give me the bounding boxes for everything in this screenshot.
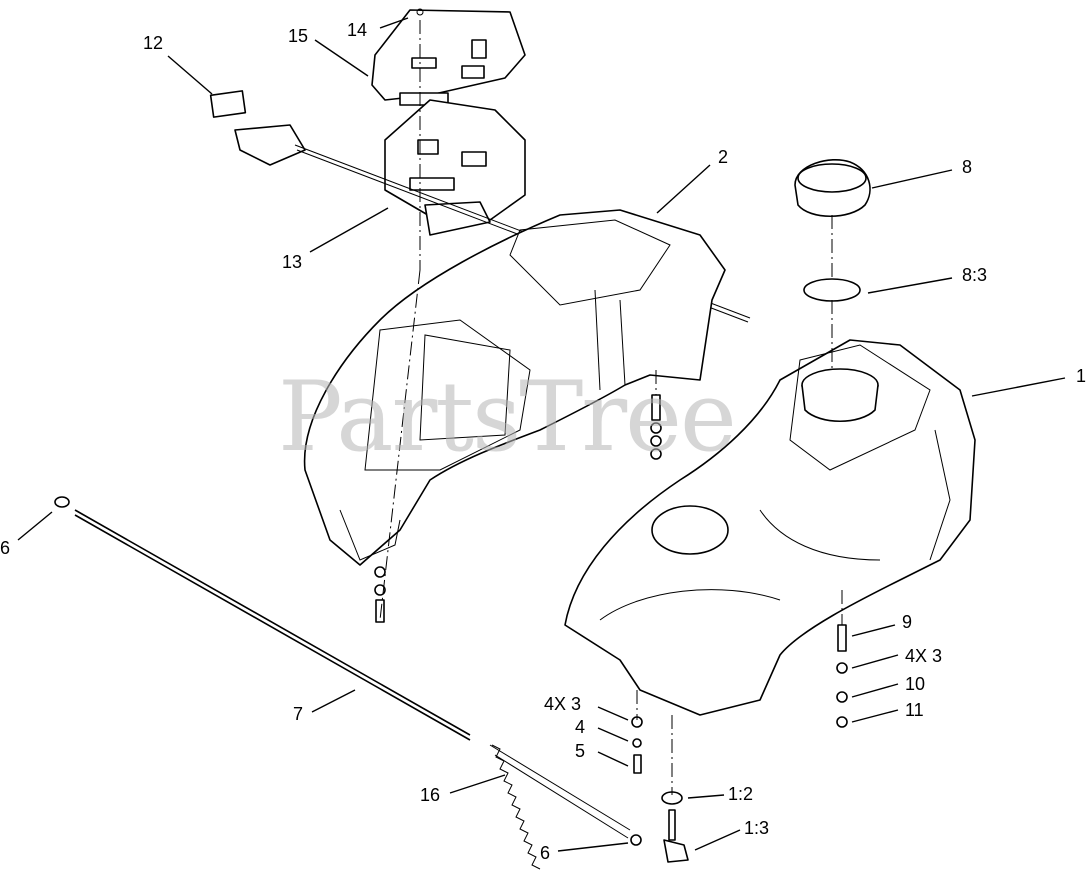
hardware-left-fender	[374, 566, 386, 623]
centerlines	[379, 20, 843, 795]
callout-6-left: 6	[0, 538, 10, 558]
callout-7: 7	[293, 704, 303, 724]
callout-1: 1	[1076, 366, 1086, 386]
callout-4x3-left: 4X 3	[544, 694, 581, 714]
hardware-fender-studs	[650, 394, 662, 460]
callout-15: 15	[288, 26, 308, 46]
callout-5: 5	[575, 741, 585, 761]
callout-1-2: 1:2	[728, 784, 753, 804]
hose-spring	[489, 744, 631, 870]
fuel-cap	[794, 158, 871, 217]
callout-1-3: 1:3	[744, 818, 769, 838]
callout-11: 11	[905, 700, 924, 720]
fuel-tank	[564, 339, 976, 716]
callout-10: 10	[905, 674, 925, 694]
callout-4x3-right: 4X 3	[905, 646, 942, 666]
left-fender	[303, 209, 726, 566]
callout-6-bottom: 6	[540, 843, 550, 863]
callout-8-3: 8:3	[962, 265, 987, 285]
cap-gasket	[803, 278, 861, 302]
fuel-valve	[630, 791, 689, 863]
callout-13: 13	[282, 252, 302, 272]
hardware-tank-left	[631, 716, 643, 774]
callout-9: 9	[902, 612, 912, 632]
leader-lines	[17, 17, 1066, 852]
hardware-tank-right	[836, 624, 848, 728]
callout-16: 16	[420, 785, 440, 805]
callout-14: 14	[347, 20, 367, 40]
callout-12: 12	[143, 33, 163, 53]
callout-8: 8	[962, 157, 972, 177]
callout-2: 2	[718, 147, 728, 167]
decal-plate-upper	[371, 8, 526, 106]
fuel-line	[54, 496, 471, 741]
callout-labels: 1 2 8 8:3 9 4X 3 10 11 4X 3 4 5 6 6 7 16…	[0, 20, 1086, 863]
callout-4: 4	[575, 717, 585, 737]
watermark: PartsTree	[278, 361, 735, 473]
decal-plate-lower	[384, 99, 526, 236]
